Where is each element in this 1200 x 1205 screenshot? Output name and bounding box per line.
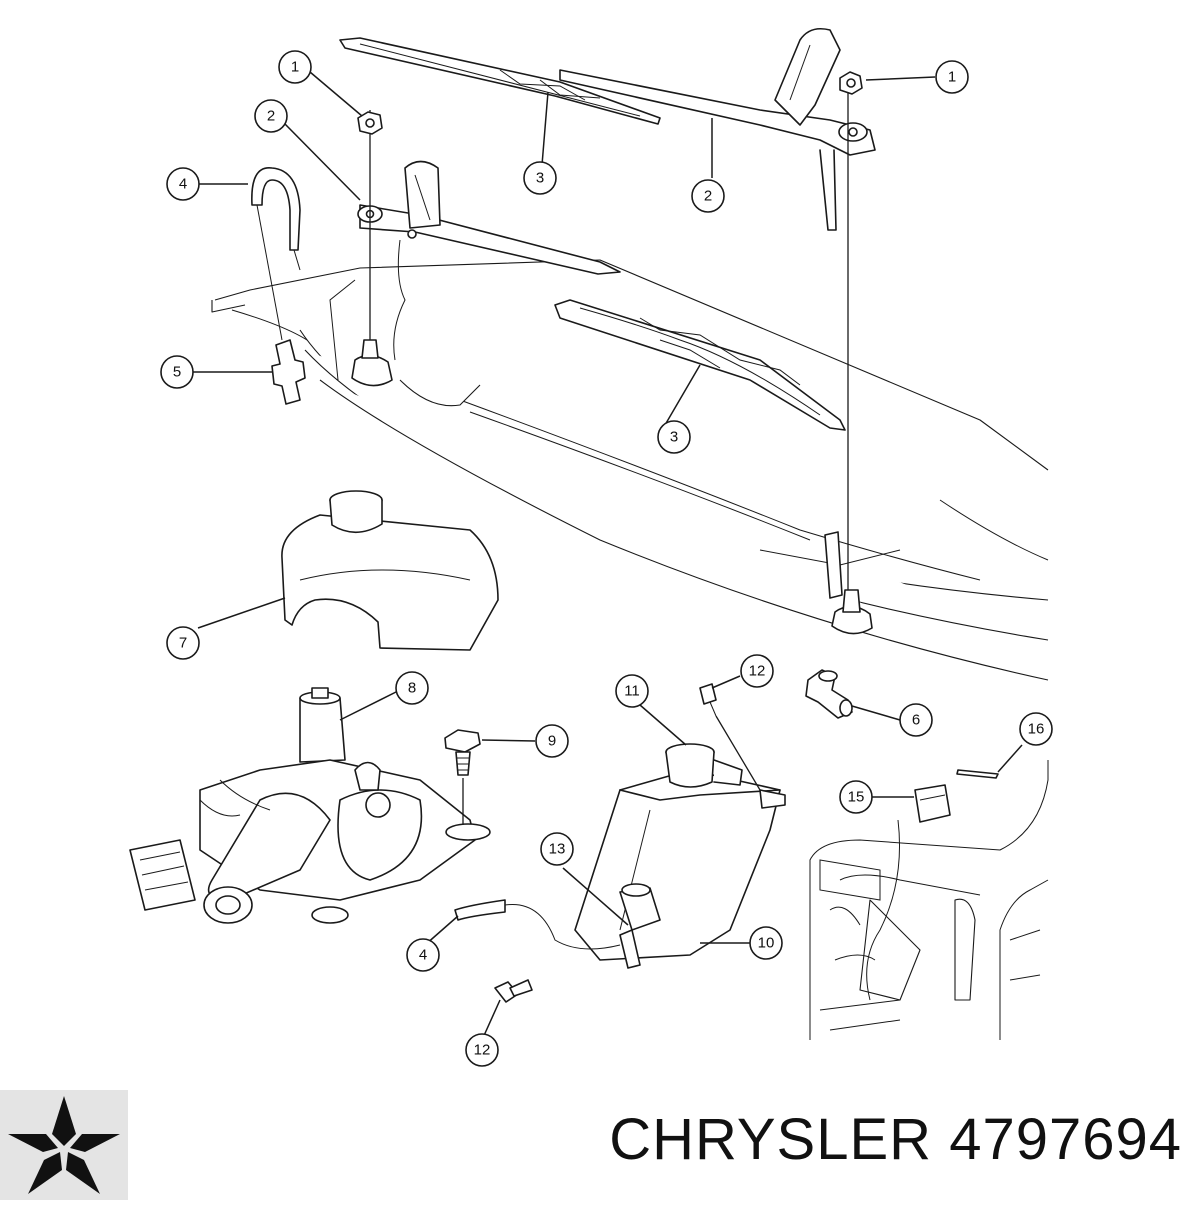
- svg-text:1: 1: [948, 69, 956, 86]
- callout-1-left: 1: [278, 50, 312, 84]
- pentastar-icon: [8, 1096, 120, 1194]
- svg-text:2: 2: [704, 188, 712, 205]
- svg-text:9: 9: [548, 733, 556, 750]
- washer-screw-lower: [494, 979, 533, 1003]
- svg-text:2: 2: [267, 108, 275, 125]
- washer-hose-lower: [454, 899, 621, 950]
- pivot-nut-left: [351, 110, 393, 387]
- wiper-motor-assembly: [129, 687, 491, 924]
- svg-text:12: 12: [749, 663, 766, 680]
- part-number: 4797694: [949, 1107, 1182, 1172]
- svg-text:8: 8: [408, 680, 416, 697]
- wiper-module-cover: [281, 490, 499, 651]
- callout-3-upper: 3: [523, 161, 557, 195]
- svg-text:6: 6: [912, 712, 920, 729]
- pivot-nut-right: [824, 71, 873, 635]
- svg-text:1: 1: [291, 59, 299, 76]
- callout-6: 6: [899, 703, 933, 737]
- washer-nozzle: [271, 339, 306, 405]
- callout-11: 11: [615, 674, 649, 708]
- svg-text:16: 16: [1028, 721, 1045, 738]
- fluid-level-sensor: [914, 784, 951, 823]
- callout-8: 8: [395, 671, 429, 705]
- svg-text:3: 3: [536, 170, 544, 187]
- brand-name: CHRYSLER: [609, 1107, 933, 1172]
- engine-compartment: [809, 760, 1049, 1040]
- pentastar-logo: [0, 1090, 128, 1200]
- svg-text:11: 11: [624, 683, 640, 700]
- svg-text:7: 7: [179, 635, 187, 652]
- callout-15: 15: [839, 780, 873, 814]
- lower-wiper-blade: [554, 299, 846, 431]
- svg-text:15: 15: [848, 789, 865, 806]
- cowl-panel: [211, 259, 1049, 681]
- callout-13: 13: [540, 832, 574, 866]
- callout-16: 16: [1019, 712, 1053, 746]
- washer-screw-upper: [699, 683, 761, 791]
- callout-1-right: 1: [935, 60, 969, 94]
- brand-caption: CHRYSLER 4797694: [609, 1106, 1182, 1173]
- washer-reservoir: [574, 769, 786, 961]
- callout-9: 9: [535, 724, 569, 758]
- svg-text:12: 12: [474, 1042, 491, 1059]
- callout-2-right: 2: [691, 179, 725, 213]
- callout-5: 5: [160, 355, 194, 389]
- callout-12-upper: 12: [740, 654, 774, 688]
- callout-3-lower: 3: [657, 420, 691, 454]
- svg-text:5: 5: [173, 364, 181, 381]
- washer-pump: [619, 883, 661, 969]
- callout-4-lower: 4: [406, 938, 440, 972]
- callout-7: 7: [166, 626, 200, 660]
- upper-wiper-arm: [559, 27, 876, 231]
- mounting-bolt: [444, 729, 481, 825]
- upper-wiper-blade: [339, 37, 661, 125]
- svg-text:4: 4: [179, 176, 187, 193]
- callout-2-left: 2: [254, 99, 288, 133]
- lower-wiper-arm: [357, 160, 621, 361]
- sensor-clip: [956, 769, 999, 779]
- svg-text:13: 13: [549, 841, 566, 858]
- callout-4-upper: 4: [166, 167, 200, 201]
- callout-12-lower: 12: [465, 1033, 499, 1067]
- washer-hose-upper: [251, 167, 301, 341]
- hose-elbow-fitting: [805, 669, 853, 719]
- callout-10: 10: [749, 926, 783, 960]
- svg-text:10: 10: [758, 935, 775, 952]
- reservoir-filler-cap: [665, 743, 743, 788]
- leader-lines: [193, 71, 1023, 1041]
- svg-text:4: 4: [419, 947, 427, 964]
- svg-text:3: 3: [670, 429, 678, 446]
